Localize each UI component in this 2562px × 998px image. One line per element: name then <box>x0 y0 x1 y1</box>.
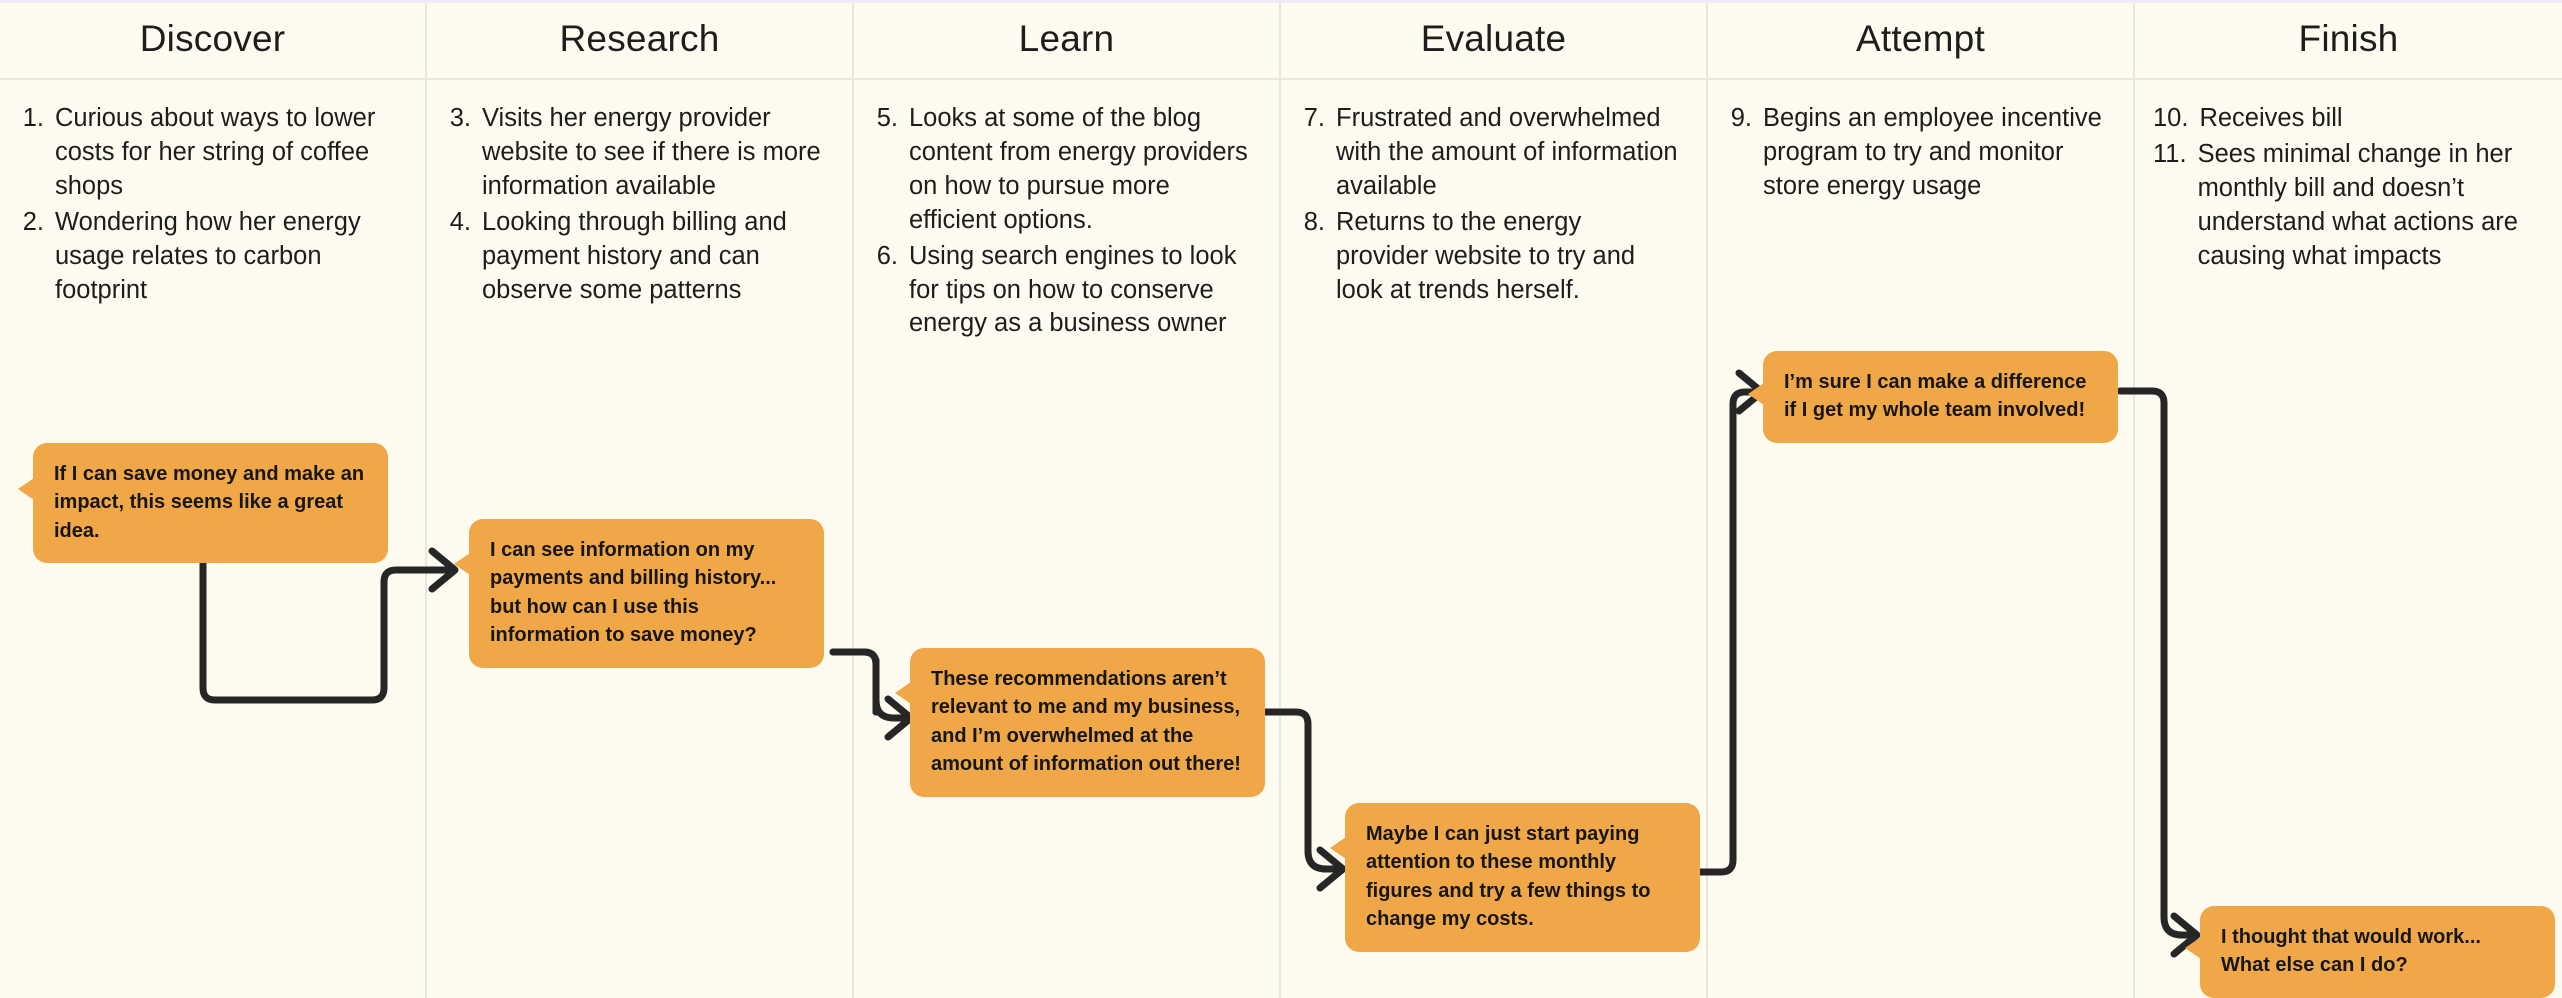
callout-text: These recommendations aren’t relevant to… <box>931 668 1241 776</box>
step-text: Frustrated and overwhelmed with the amou… <box>1336 104 1678 200</box>
step-text: Using search engines to look for tips on… <box>909 241 1237 338</box>
column-learn: Learn 5. Looks at some of the blog conte… <box>854 0 1281 998</box>
column-title-research: Research <box>559 18 720 59</box>
list-item: 11. Sees minimal change in her monthly b… <box>2153 138 2536 274</box>
list-item: 7. Frustrated and overwhelmed with the a… <box>1299 102 1680 204</box>
column-title-learn: Learn <box>1018 18 1115 59</box>
column-title-evaluate: Evaluate <box>1420 18 1567 59</box>
step-list-attempt: 9. Begins an employee incentive program … <box>1726 102 2107 204</box>
column-attempt: Attempt 9. Begins an employee incentive … <box>1708 0 2135 998</box>
column-header-discover: Discover <box>0 0 425 80</box>
step-number: 8. <box>1303 207 1325 236</box>
step-number: 2. <box>22 207 44 236</box>
callout-text: Maybe I can just start paying attention … <box>1366 823 1651 931</box>
list-item: 10. Receives bill <box>2153 102 2536 136</box>
step-list-research: 3. Visits her energy provider website to… <box>445 102 826 307</box>
list-item: 2. Wondering how her energy usage relate… <box>18 206 399 308</box>
column-header-evaluate: Evaluate <box>1281 0 1706 80</box>
step-number: 7. <box>1303 104 1325 132</box>
column-body-learn: 5. Looks at some of the blog content fro… <box>854 80 1279 998</box>
step-number: 11. <box>2153 139 2187 168</box>
column-header-learn: Learn <box>854 0 1279 80</box>
list-item: 5. Looks at some of the blog content fro… <box>872 102 1253 238</box>
column-title-finish: Finish <box>2298 18 2399 59</box>
list-item: 4. Looking through billing and payment h… <box>445 206 826 308</box>
list-item: 6. Using search engines to look for tips… <box>872 240 1253 342</box>
callout-text: I can see information on my payments and… <box>490 539 777 647</box>
step-list-learn: 5. Looks at some of the blog content fro… <box>872 102 1253 341</box>
column-body-discover: 1. Curious about ways to lower costs for… <box>0 80 425 998</box>
callout-text: I thought that would work... What else c… <box>2221 926 2481 977</box>
column-body-attempt: 9. Begins an employee incentive program … <box>1708 80 2133 998</box>
step-number: 10. <box>2153 104 2189 132</box>
step-text: Receives bill <box>2199 104 2343 132</box>
callout-learn[interactable]: These recommendations aren’t relevant to… <box>895 648 1265 797</box>
step-list-discover: 1. Curious about ways to lower costs for… <box>18 102 399 307</box>
step-number: 3. <box>449 104 471 132</box>
column-title-discover: Discover <box>139 18 286 59</box>
column-evaluate: Evaluate 7. Frustrated and overwhelmed w… <box>1281 0 1708 998</box>
step-number: 9. <box>1730 104 1752 132</box>
step-number: 1. <box>22 104 44 132</box>
top-accent-rule <box>0 0 2562 3</box>
column-body-research: 3. Visits her energy provider website to… <box>427 80 852 998</box>
column-body-evaluate: 7. Frustrated and overwhelmed with the a… <box>1281 80 1706 998</box>
callout-finish[interactable]: I thought that would work... What else c… <box>2185 906 2555 998</box>
column-discover: Discover 1. Curious about ways to lower … <box>0 0 427 998</box>
step-list-evaluate: 7. Frustrated and overwhelmed with the a… <box>1299 102 1680 307</box>
step-list-finish: 10. Receives bill 11. Sees minimal chang… <box>2153 102 2536 274</box>
column-title-attempt: Attempt <box>1856 18 1985 59</box>
column-finish: Finish 10. Receives bill 11. Sees minima… <box>2135 0 2562 998</box>
step-text: Visits her energy provider website to se… <box>482 104 821 200</box>
column-research: Research 3. Visits her energy provider w… <box>427 0 854 998</box>
step-number: 6. <box>876 241 898 270</box>
step-text: Returns to the energy provider website t… <box>1336 207 1636 304</box>
step-text: Looking through billing and payment hist… <box>482 207 787 304</box>
column-header-finish: Finish <box>2135 0 2562 80</box>
list-item: 3. Visits her energy provider website to… <box>445 102 826 204</box>
step-number: 4. <box>449 207 471 236</box>
column-header-attempt: Attempt <box>1708 0 2133 80</box>
column-body-finish: 10. Receives bill 11. Sees minimal chang… <box>2135 80 2562 998</box>
column-header-research: Research <box>427 0 852 80</box>
step-text: Sees minimal change in her monthly bill … <box>2197 139 2518 270</box>
callout-text: If I can save money and make an impact, … <box>54 463 365 542</box>
step-text: Looks at some of the blog content from e… <box>909 104 1248 234</box>
list-item: 9. Begins an employee incentive program … <box>1726 102 2107 204</box>
callout-research[interactable]: I can see information on my payments and… <box>454 519 824 668</box>
callout-evaluate[interactable]: Maybe I can just start paying attention … <box>1330 803 1700 952</box>
step-text: Wondering how her energy usage relates t… <box>55 207 361 304</box>
callout-attempt[interactable]: I’m sure I can make a difference if I ge… <box>1748 351 2118 443</box>
callout-text: I’m sure I can make a difference if I ge… <box>1784 371 2087 422</box>
step-text: Begins an employee incentive program to … <box>1763 104 2102 200</box>
list-item: 8. Returns to the energy provider websit… <box>1299 206 1680 308</box>
step-text: Curious about ways to lower costs for he… <box>55 104 376 200</box>
step-number: 5. <box>876 104 898 132</box>
list-item: 1. Curious about ways to lower costs for… <box>18 102 399 204</box>
callout-discover[interactable]: If I can save money and make an impact, … <box>18 443 388 564</box>
